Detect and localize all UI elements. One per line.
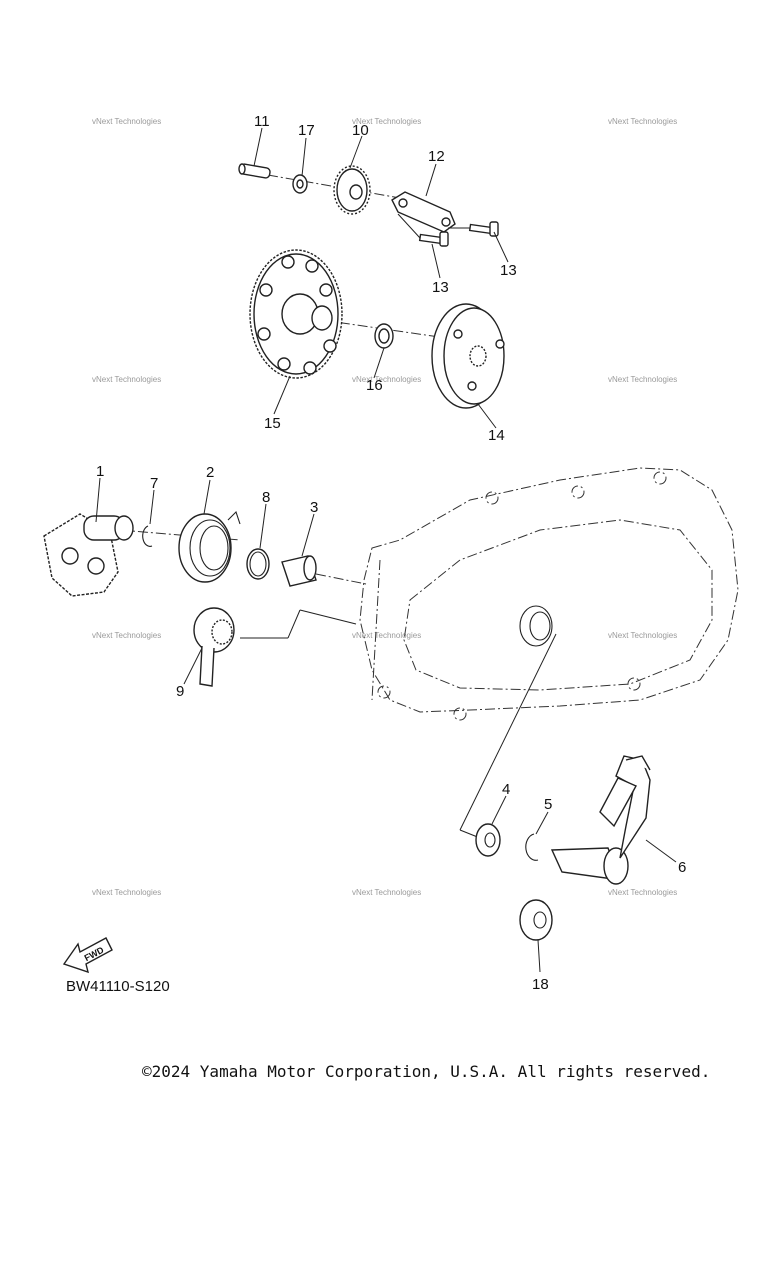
washer-4 <box>475 823 501 857</box>
cover-inner-outline <box>403 519 713 691</box>
callout-3: 3 <box>310 499 318 516</box>
callout-6: 6 <box>678 859 686 876</box>
watermark: vNext Technologies <box>608 888 677 897</box>
callout-11: 11 <box>254 113 270 130</box>
callout-2: 2 <box>206 464 214 481</box>
watermark: vNext Technologies <box>92 117 161 126</box>
gear-10 <box>333 165 371 215</box>
collar-3 <box>281 555 317 587</box>
crankcase-cover <box>359 467 739 721</box>
starter-gear-assembly <box>249 249 505 409</box>
kick-shaft-boss <box>519 605 553 647</box>
bolt-13-b <box>468 221 499 237</box>
cover-boss <box>453 707 467 721</box>
watermark: vNext Technologies <box>352 888 421 897</box>
callout-12: 12 <box>428 148 445 165</box>
callout-9: 9 <box>176 683 184 700</box>
circlip-7 <box>142 525 153 547</box>
ratchet-leader <box>299 609 357 625</box>
cover-boss <box>377 685 391 699</box>
idler-assembly <box>238 163 499 247</box>
bolt-13-a <box>418 231 449 247</box>
diagram-code: BW41110-S120 <box>66 978 170 995</box>
callout-16: 16 <box>366 377 383 394</box>
seal-18 <box>519 899 553 941</box>
callout-13-b: 13 <box>500 262 517 279</box>
assembly-axis-line <box>267 174 401 199</box>
cover-boss <box>571 485 585 499</box>
circlip-5 <box>525 833 539 861</box>
callout-14: 14 <box>488 427 505 444</box>
cover-outer-outline <box>359 467 739 713</box>
watermark: vNext Technologies <box>352 631 421 640</box>
kick-spring-2 <box>178 510 241 583</box>
callout-5: 5 <box>544 796 552 813</box>
watermarks: vNext Technologies vNext Technologies vN… <box>92 117 677 897</box>
cover-boss <box>485 491 499 505</box>
watermark: vNext Technologies <box>352 117 421 126</box>
watermark: vNext Technologies <box>608 631 677 640</box>
callout-1: 1 <box>96 463 104 480</box>
ratchet-9 <box>193 607 357 687</box>
kick-starter-assembly <box>43 510 367 687</box>
watermark: vNext Technologies <box>608 375 677 384</box>
callout-13-a: 13 <box>432 279 449 296</box>
ratchet-leader <box>287 609 301 639</box>
callout-leaders <box>95 127 677 973</box>
watermark: vNext Technologies <box>92 375 161 384</box>
callout-labels: 11 17 10 12 13 13 15 16 14 1 7 2 8 3 9 4… <box>96 113 686 993</box>
washer-16 <box>374 323 394 349</box>
callout-7: 7 <box>150 475 158 492</box>
fwd-arrow-icon: FWD <box>62 937 113 974</box>
o-ring-8 <box>246 548 270 580</box>
plate-bolt-link <box>397 213 421 239</box>
kick-axis-line <box>119 529 241 541</box>
cover-boss <box>653 471 667 485</box>
copyright-notice: ©2024 Yamaha Motor Corporation, U.S.A. A… <box>142 1062 711 1081</box>
kick-gear-1 <box>43 513 134 597</box>
callout-17: 17 <box>298 122 315 139</box>
watermark: vNext Technologies <box>352 375 421 384</box>
cover-boss <box>627 677 641 691</box>
kick-axis-line <box>315 573 367 585</box>
pin-11 <box>238 163 271 179</box>
washer-17 <box>292 174 308 194</box>
watermark: vNext Technologies <box>608 117 677 126</box>
kick-lever-6 <box>550 755 651 885</box>
kick-shaft-leader <box>459 633 557 831</box>
cover-edge <box>371 559 381 701</box>
callout-18: 18 <box>532 976 549 993</box>
kick-shaft-hole <box>529 611 551 641</box>
watermark: vNext Technologies <box>92 631 161 640</box>
callout-4: 4 <box>502 781 510 798</box>
plate-12 <box>391 191 456 233</box>
watermark: vNext Technologies <box>92 888 161 897</box>
callout-10: 10 <box>352 122 369 139</box>
callout-8: 8 <box>262 489 270 506</box>
gear-15 <box>249 249 343 379</box>
callout-15: 15 <box>264 415 281 432</box>
kick-lever-assembly <box>459 633 651 941</box>
clutch-14 <box>431 303 505 409</box>
